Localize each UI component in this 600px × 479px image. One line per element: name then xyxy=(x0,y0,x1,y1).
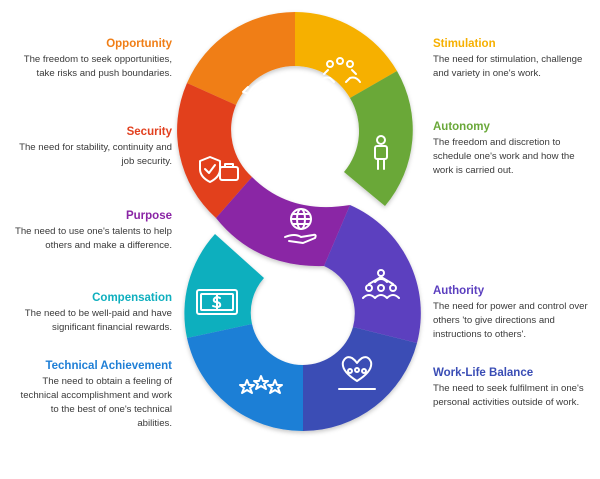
title-technical-achievement: Technical Achievement xyxy=(45,360,172,372)
text-block-opportunity: Opportunity The freedom to seek opportun… xyxy=(14,37,172,81)
title-opportunity: Opportunity xyxy=(106,38,172,50)
text-block-autonomy: Autonomy The freedom and discretion to s… xyxy=(433,120,591,178)
segment-purpose xyxy=(216,177,350,267)
desc-stimulation: The need for stimulation, challenge and … xyxy=(433,54,583,79)
stars-icon xyxy=(239,375,283,394)
rocket-icon xyxy=(242,79,266,105)
segment-security xyxy=(177,83,252,218)
title-purpose: Purpose xyxy=(125,210,172,222)
segment-compensation xyxy=(184,234,264,338)
segment-authority xyxy=(324,205,421,343)
segment-opportunity xyxy=(187,12,295,105)
text-block-work-life-balance: Work-Life Balance The need to seek fulfi… xyxy=(433,366,591,410)
title-work-life-balance: Work-Life Balance xyxy=(433,367,534,379)
globe-hand-icon xyxy=(284,208,317,244)
desc-authority: The need for power and control over othe… xyxy=(433,301,588,340)
person-icon xyxy=(374,135,388,170)
team-network-icon xyxy=(362,269,400,299)
desc-technical-achievement: The need to obtain a feeling of technica… xyxy=(20,376,172,429)
desc-opportunity: The freedom to seek opportunities, take … xyxy=(23,54,172,79)
text-block-stimulation: Stimulation The need for stimulation, ch… xyxy=(433,37,591,81)
segment-stimulation xyxy=(295,12,397,98)
text-block-compensation: Compensation The need to be well-paid an… xyxy=(14,291,172,335)
title-security: Security xyxy=(126,126,172,138)
desc-work-life-balance: The need to seek fulfilment in one's per… xyxy=(433,383,584,408)
segment-technical-achievement xyxy=(187,324,303,432)
title-stimulation: Stimulation xyxy=(433,38,496,50)
desc-security: The need for stability, continuity and j… xyxy=(19,142,172,167)
text-block-authority: Authority The need for power and control… xyxy=(433,284,591,342)
desc-purpose: The need to use one's talents to help ot… xyxy=(14,226,172,251)
segment-autonomy xyxy=(344,71,413,206)
title-compensation: Compensation xyxy=(92,292,172,304)
text-block-security: Security The need for stability, continu… xyxy=(14,125,172,169)
juggling-hands-icon xyxy=(319,57,361,83)
title-authority: Authority xyxy=(433,285,485,297)
text-block-technical-achievement: Technical Achievement The need to obtain… xyxy=(14,359,172,431)
desc-compensation: The need to be well-paid and have signif… xyxy=(24,308,172,333)
text-block-purpose: Purpose The need to use one's talents to… xyxy=(14,209,172,253)
heart-people-icon xyxy=(338,356,376,390)
desc-autonomy: The freedom and discretion to schedule o… xyxy=(433,137,575,176)
dollar-bill-icon xyxy=(196,289,238,315)
shield-briefcase-icon xyxy=(199,156,239,183)
title-autonomy: Autonomy xyxy=(433,121,490,133)
